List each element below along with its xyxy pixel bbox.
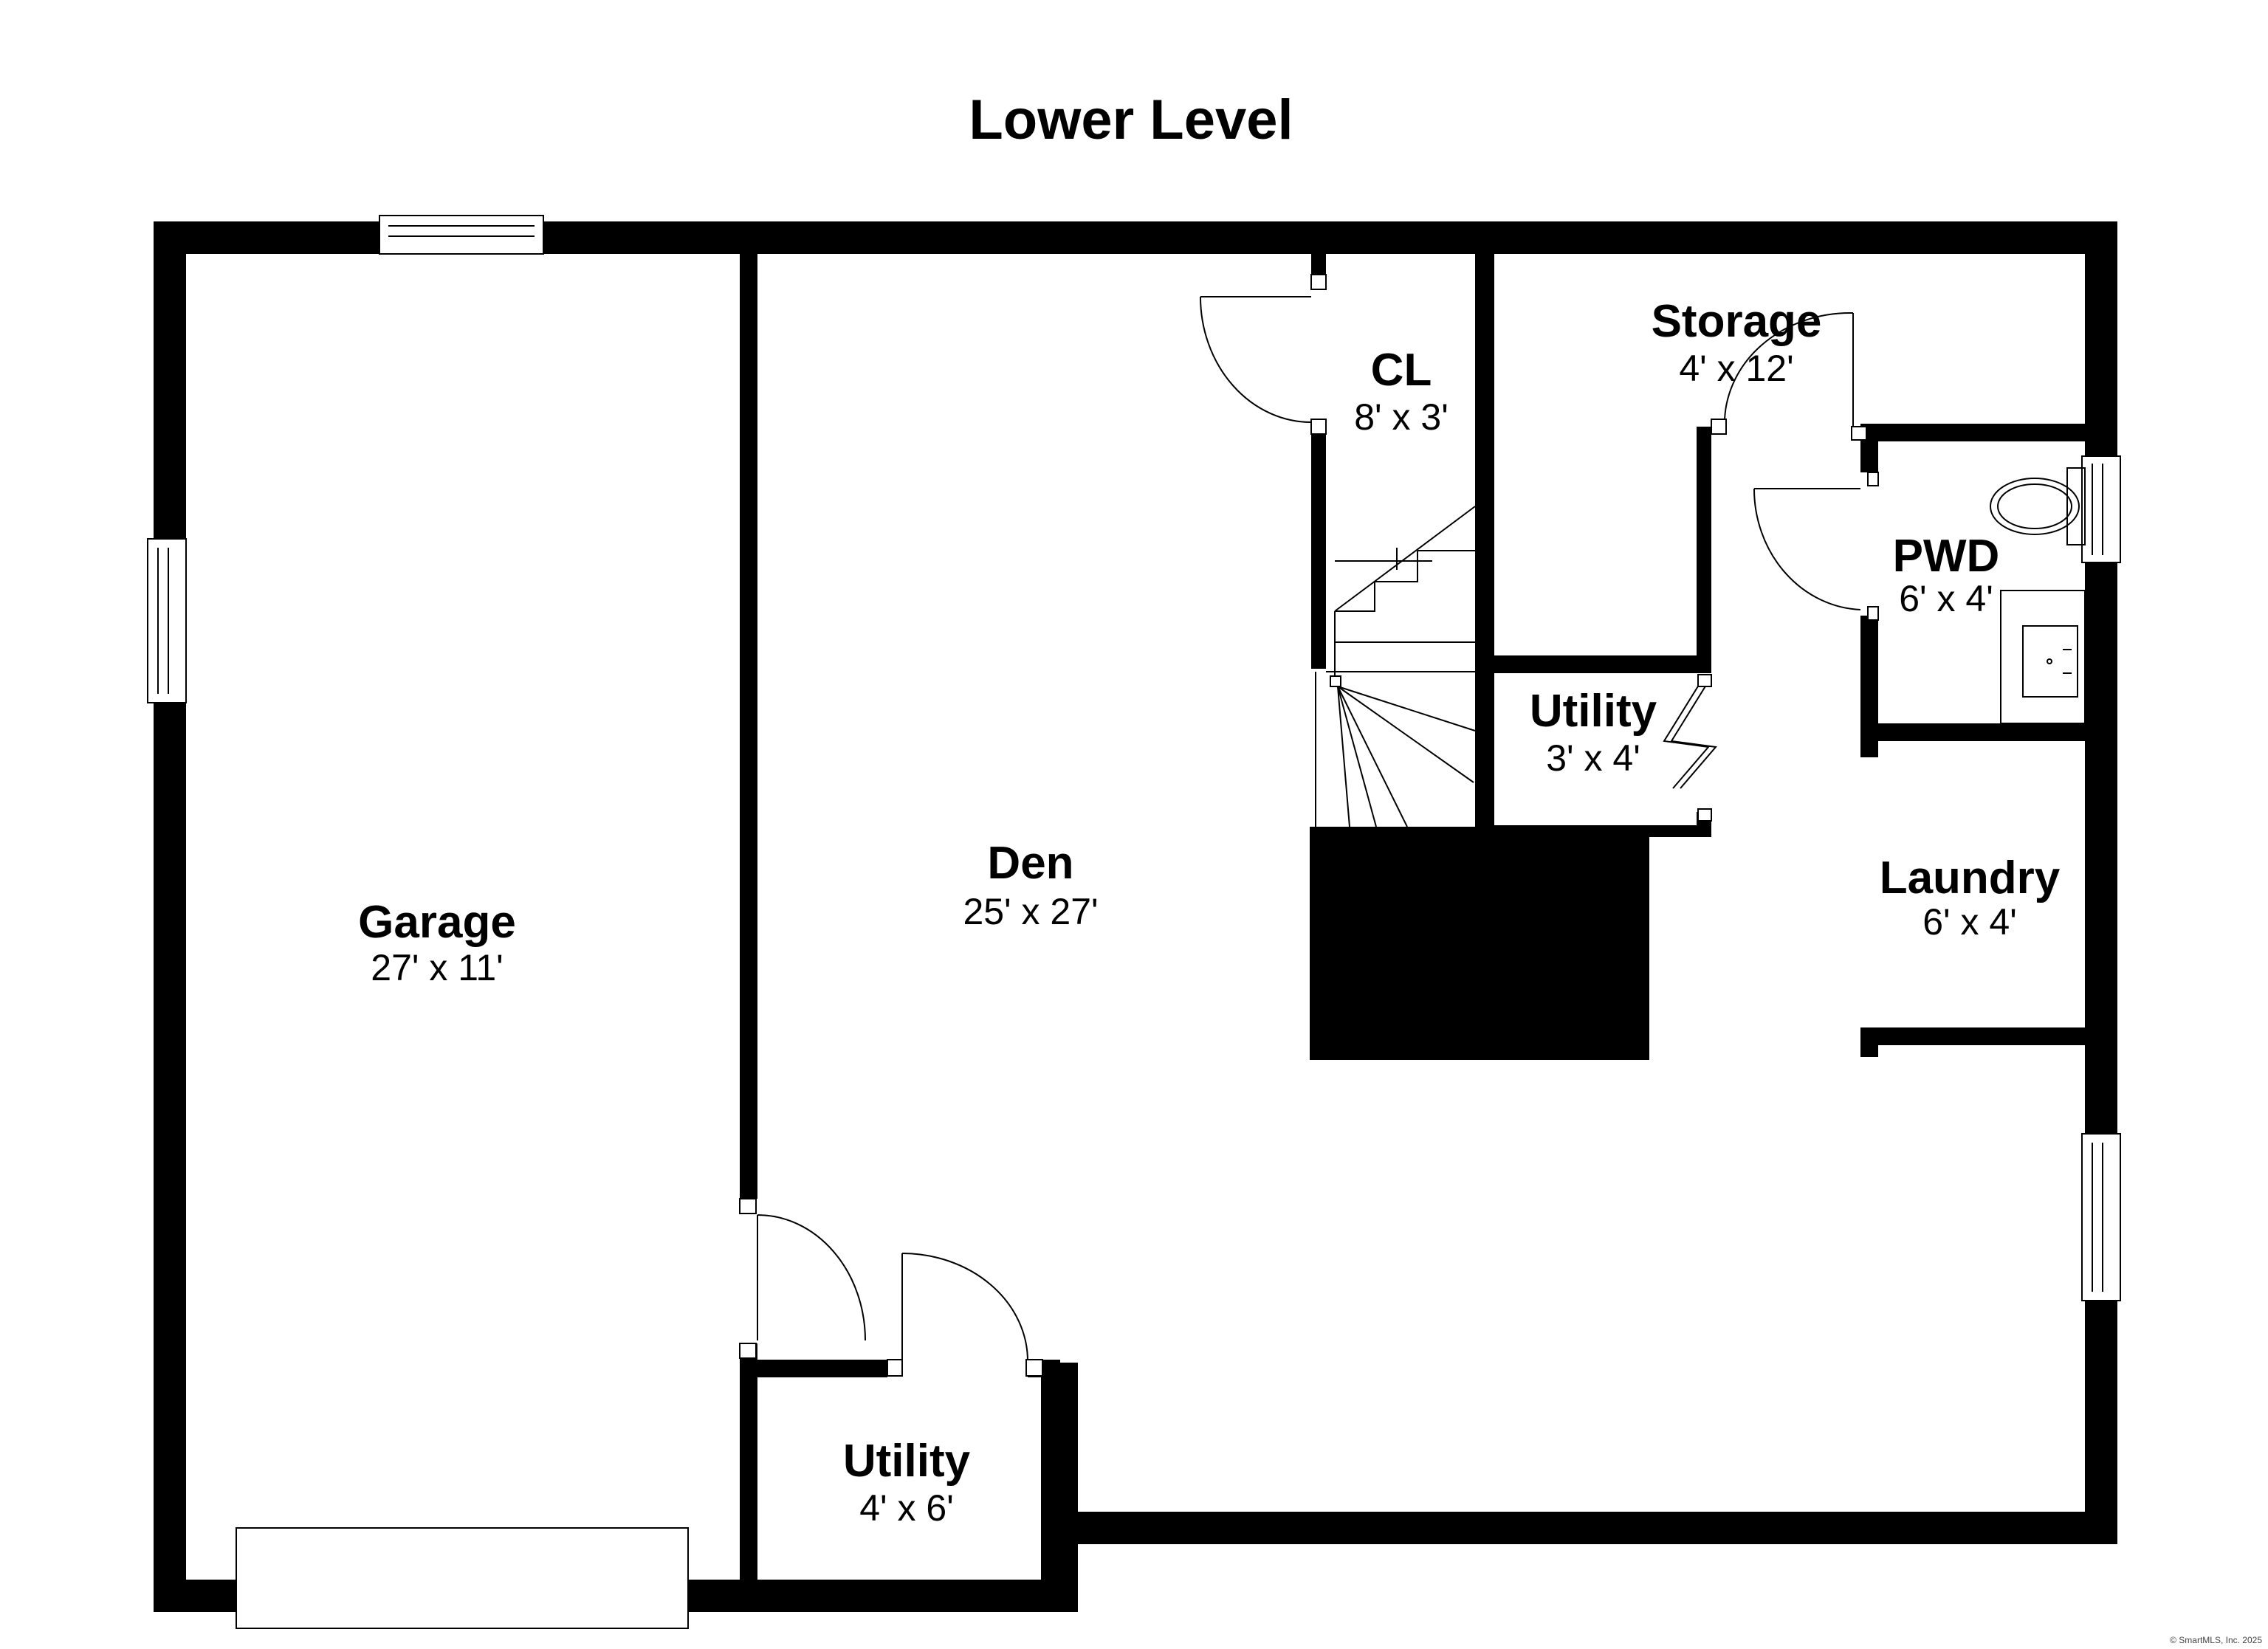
doors — [739, 274, 1879, 1377]
room-name: Utility — [1530, 686, 1657, 737]
room-storage: Storage 4' x 12' — [1652, 296, 1822, 389]
room-name: Den — [987, 838, 1073, 889]
sink-icon — [2000, 590, 2086, 724]
room-closet: CL 8' x 3' — [1354, 345, 1449, 438]
room-utility-upper: Utility 3' x 4' — [1530, 686, 1657, 779]
windows — [147, 215, 2121, 1629]
staircase — [1315, 506, 1476, 827]
room-dimensions: 27' x 11' — [371, 947, 503, 988]
room-dimensions: 3' x 4' — [1546, 737, 1640, 779]
interior-walls — [740, 254, 2085, 1581]
fixtures — [1990, 467, 2086, 724]
room-dimensions: 4' x 6' — [859, 1487, 954, 1529]
room-name: Storage — [1652, 296, 1822, 347]
garage-left-window — [147, 538, 187, 703]
garage-door-opening — [236, 1527, 689, 1629]
room-laundry: Laundry 6' x 4' — [1880, 853, 2061, 943]
room-dimensions: 4' x 12' — [1679, 348, 1793, 389]
floor-title: Lower Level — [969, 89, 1293, 151]
room-name: CL — [1371, 345, 1432, 396]
den-right-window — [2081, 1133, 2121, 1301]
room-pwd: PWD 6' x 4' — [1893, 531, 2000, 619]
room-dimensions: 8' x 3' — [1354, 396, 1449, 438]
pwd-window — [2081, 455, 2121, 563]
room-dimensions: 6' x 4' — [1922, 901, 2017, 943]
top-window — [379, 215, 544, 255]
room-utility-lower: Utility 4' x 6' — [843, 1436, 971, 1529]
copyright-credit: © SmartMLS, Inc. 2025 — [2170, 1635, 2262, 1645]
room-name: Utility — [843, 1436, 971, 1487]
room-dimensions: 25' x 27' — [963, 891, 1098, 932]
room-name: Garage — [358, 897, 516, 948]
room-garage: Garage 27' x 11' — [358, 897, 516, 988]
room-dimensions: 6' x 4' — [1899, 578, 1993, 619]
room-name: Laundry — [1880, 853, 2061, 903]
room-den: Den 25' x 27' — [963, 838, 1098, 932]
room-name: PWD — [1893, 531, 2000, 582]
toilet-icon — [1990, 467, 2086, 545]
